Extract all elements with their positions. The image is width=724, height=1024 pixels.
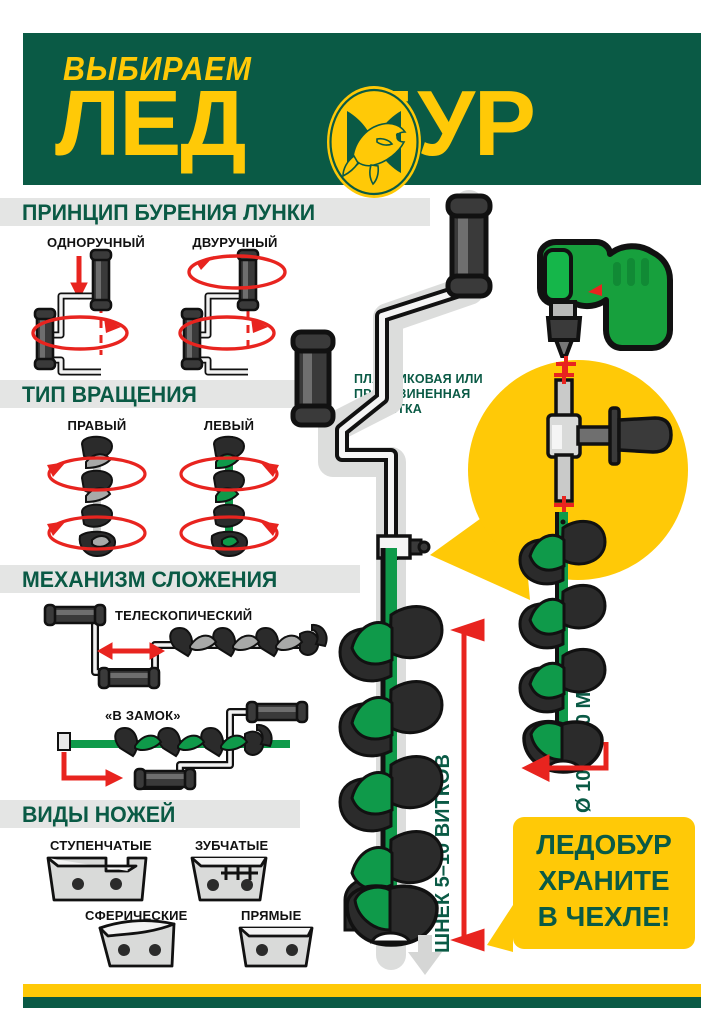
blade-stepped: [46, 856, 148, 902]
blade-toothed: [190, 856, 268, 902]
section-header-drilling-principle: ПРИНЦИП БУРЕНИЯ ЛУНКИ: [0, 198, 430, 226]
section-header-rotation-type: ТИП ВРАЩЕНИЯ: [0, 380, 300, 408]
callout-line-2: ХРАНИТЕ: [538, 865, 670, 896]
caption-right-rotation: ПРАВЫЙ: [67, 418, 127, 433]
section-title: ВИДЫ НОЖЕЙ: [22, 802, 176, 827]
footer-stripe-yellow: [23, 984, 701, 997]
blade-straight: [238, 926, 314, 968]
section-title: МЕХАНИЗМ СЛОЖЕНИЯ: [22, 567, 278, 592]
section-title: ПРИНЦИП БУРЕНИЯ ЛУНКИ: [22, 200, 316, 225]
left-rotation-auger: [179, 435, 279, 558]
main-auger-flights: [338, 605, 444, 932]
caption-one-hand: ОДНОРУЧНЫЙ: [47, 235, 145, 250]
section-header-folding-mechanism: МЕХАНИЗМ СЛОЖЕНИЯ: [0, 565, 360, 593]
annotation-diameter: Ø 100–180 ММ: [573, 675, 595, 813]
two-hand-auger-diagram: [178, 248, 287, 376]
caption-spherical-blades: СФЕРИЧЕСКИЕ: [85, 908, 188, 923]
main-auger-head: [345, 884, 439, 947]
right-rotation-auger: [47, 435, 147, 558]
blade-spherical: [98, 919, 176, 968]
footer-stripe-green: [23, 997, 701, 1008]
auger-coupling: [376, 534, 431, 560]
annotation-auger-turns: ШНЕК 5–10 ВИТКОВ: [432, 754, 454, 953]
section-title: ТИП ВРАЩЕНИЯ: [22, 382, 197, 407]
callout-line-1: ЛЕДОБУР: [536, 829, 672, 860]
callout-line-3: В ЧЕХЛЕ!: [537, 901, 671, 932]
caption-toothed-blades: ЗУБЧАТЫЕ: [195, 838, 269, 853]
callout-text: ЛЕДОБУР ХРАНИТЕ В ЧЕХЛЕ!: [513, 827, 695, 935]
upper-handle: [445, 193, 493, 299]
fish-logo: [327, 86, 421, 198]
caption-lock-type: «В ЗАМОК»: [105, 708, 181, 723]
caption-straight-blades: ПРЯМЫЕ: [241, 908, 302, 923]
caption-left-rotation: ЛЕВЫЙ: [203, 418, 255, 433]
one-hand-auger-diagram: [31, 248, 129, 376]
caption-stepped-blades: СТУПЕНЧАТЫЕ: [50, 838, 152, 853]
masthead-subtitle: ВЫБИРАЕМ: [63, 50, 252, 87]
power-drill-icon: [537, 239, 673, 374]
lower-handle: [290, 329, 336, 428]
lock-mechanism: [57, 700, 309, 791]
caption-telescopic: ТЕЛЕСКОПИЧЕСКИЙ: [115, 608, 253, 623]
storage-callout: ЛЕДОБУР ХРАНИТЕ В ЧЕХЛЕ!: [513, 817, 695, 949]
caption-two-hand: ДВУРУЧНЫЙ: [192, 235, 278, 250]
annotation-handle-note: ПЛАСТИКОВАЯ ИЛИ ПРОРЕЗИНЕННАЯ РУКОЯТКА: [354, 372, 483, 416]
section-header-blade-types: ВИДЫ НОЖЕЙ: [0, 800, 300, 828]
masthead-title-left: ЛЕД: [55, 71, 247, 175]
drill-adapter-icon: [546, 366, 673, 514]
